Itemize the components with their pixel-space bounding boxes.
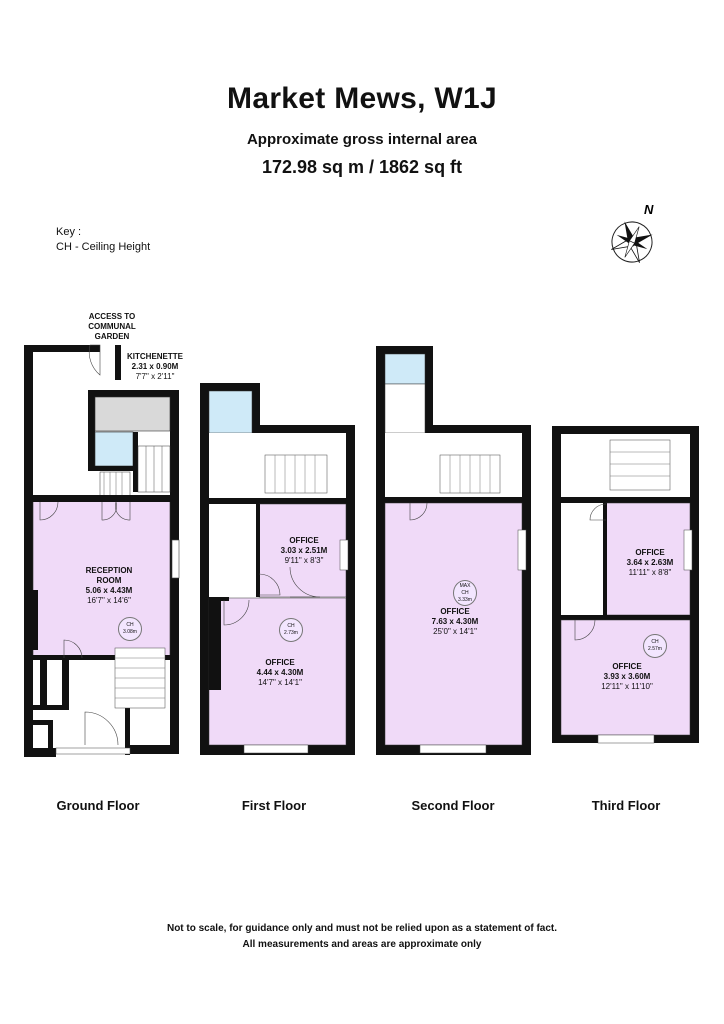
second-floor-plan (376, 346, 531, 755)
disclaimer: Not to scale, for guidance only and must… (0, 921, 724, 953)
compass-icon: N (611, 202, 654, 263)
reception-room-label: RECEPTION ROOM 5.06 x 4.43M 16'7" x 14'6… (85, 566, 133, 605)
key-entry: CH - Ceiling Height (56, 241, 151, 253)
office-label: OFFICE 3.03 x 2.51M 9'11" x 8'3" (280, 536, 328, 565)
compass-north-label: N (644, 202, 654, 217)
plan-title: Market Mews, W1J (227, 82, 497, 115)
access-garden-label: ACCESS TO COMMUNAL GARDEN (88, 312, 136, 341)
office-label: OFFICE 3.93 x 3.60M 12'11" x 11'10" (601, 662, 653, 691)
third-floor-plan (552, 426, 699, 744)
ceiling-height-badge: CH 2.57m (643, 634, 667, 658)
kitchenette-label: KITCHENETTE 2.31 x 0.90M 7'7" x 2'11" (127, 352, 183, 381)
ground-floor-label: Ground Floor (56, 798, 140, 813)
gross-area: 172.98 sq m / 1862 sq ft (261, 157, 463, 177)
key-heading: Key : (56, 226, 82, 238)
ceiling-height-badge: MAX CH 3.33m (453, 580, 477, 606)
office-label: OFFICE 4.44 x 4.30M 14'7" x 14'1" (256, 658, 304, 687)
second-floor-label: Second Floor (411, 798, 495, 813)
disclaimer-line-2: All measurements and areas are approxima… (242, 939, 482, 950)
first-floor-plan (200, 383, 355, 755)
first-floor-label: First Floor (241, 798, 307, 813)
key-legend: Key : CH - Ceiling Height (56, 225, 150, 255)
disclaimer-line-1: Not to scale, for guidance only and must… (166, 923, 558, 934)
ceiling-height-badge: CH 3.08m (118, 617, 142, 641)
office-label: OFFICE 3.64 x 2.63M 11'11" x 8'8" (626, 548, 674, 577)
ceiling-height-badge: CH 2.73m (279, 618, 303, 642)
office-label: OFFICE 7.63 x 4.30M 25'0" x 14'1" (431, 607, 479, 636)
plan-subtitle: Approximate gross internal area (246, 131, 478, 148)
ground-floor-plan (24, 344, 180, 757)
third-floor-label: Third Floor (591, 798, 661, 813)
